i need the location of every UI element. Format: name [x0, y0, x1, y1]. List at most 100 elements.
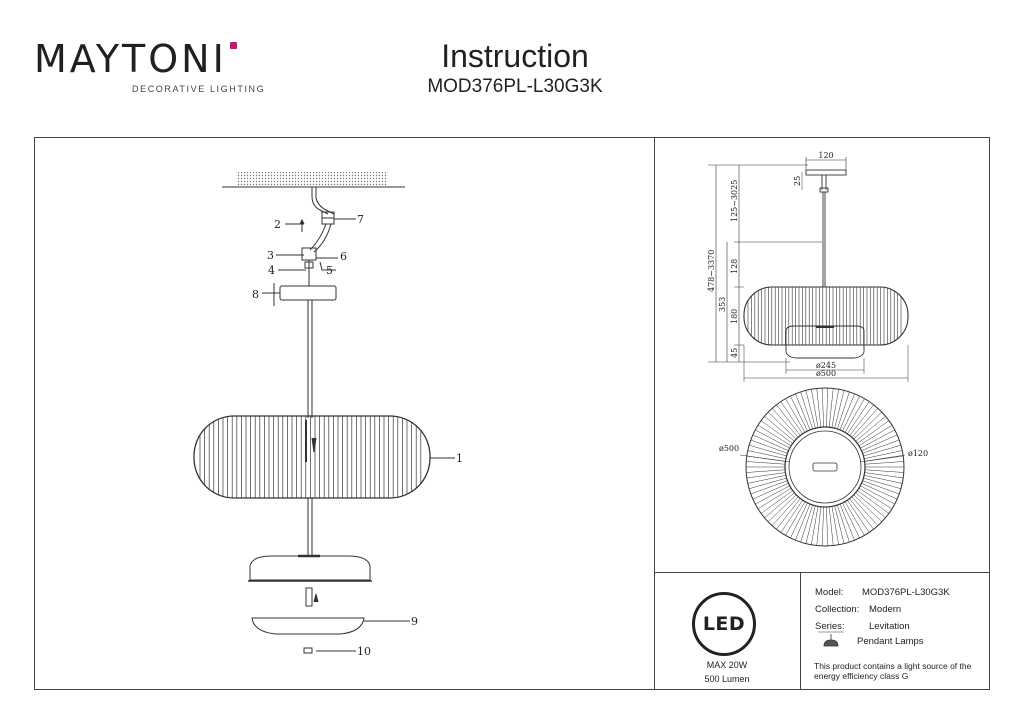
diffuser-cover — [251, 617, 365, 635]
plan-rib — [816, 388, 822, 428]
plan-rib — [864, 461, 904, 465]
plan-rib — [755, 485, 790, 505]
plan-rib — [862, 480, 900, 495]
brand-name: MAYTONI — [34, 37, 227, 81]
led-badge-icon: LED — [692, 592, 756, 656]
plan-rib — [767, 411, 797, 440]
plan-rib — [831, 389, 839, 428]
dim-canopy-height: 25 — [793, 176, 802, 186]
plan-rib — [764, 416, 795, 442]
plan-rib — [771, 408, 799, 438]
callout-5: 5 — [326, 264, 333, 277]
brand-logo: MAYTONI DECORATIVE LIGHTING — [34, 37, 266, 94]
document-title: Instruction — [441, 38, 589, 74]
dim-outer-diameter: ø500 — [816, 369, 836, 378]
plan-rib — [844, 501, 865, 536]
plan-rib — [785, 398, 806, 433]
callout-4: 4 — [268, 264, 275, 277]
plan-rib — [746, 472, 786, 479]
plan-rib — [757, 424, 792, 447]
plan-rib — [851, 496, 879, 526]
plan-rib — [864, 475, 903, 484]
energy-efficiency-note: This product contains a light source of … — [814, 661, 972, 681]
plan-rib — [776, 498, 801, 530]
assembly-view — [193, 172, 455, 654]
dim-body-height: 353 — [718, 297, 727, 312]
plan-rib — [785, 501, 806, 536]
spec-collection-value: Modern — [869, 604, 902, 615]
spec-series-label: Series: — [815, 621, 845, 632]
spec-series-value: Levitation — [869, 621, 910, 632]
plan-rib — [795, 393, 811, 431]
spec-model-label: Model: — [815, 587, 844, 598]
plan-rib — [839, 503, 855, 541]
brand-accent-dot — [230, 42, 237, 49]
plan-rib — [760, 490, 793, 514]
plan-rib — [837, 391, 850, 430]
plan-rib — [863, 477, 902, 490]
plan-rib — [752, 483, 789, 500]
plan-rib — [816, 506, 822, 546]
plan-rib — [828, 388, 834, 428]
wire — [311, 187, 329, 215]
plan-rib — [755, 429, 790, 449]
plan-rib — [853, 411, 883, 440]
plan-rib — [821, 506, 824, 546]
diffuser-body — [249, 555, 371, 581]
plan-rib — [767, 494, 797, 523]
brand-tagline: DECORATIVE LIGHTING — [132, 84, 266, 94]
shade-ribs — [199, 416, 422, 498]
plan-rib — [760, 420, 793, 444]
plan-rib — [842, 502, 860, 539]
plan-rib — [752, 434, 789, 451]
plan-rib — [811, 506, 819, 545]
plan-rib — [847, 401, 870, 434]
plan-rib — [864, 469, 904, 473]
plan-rib — [747, 450, 786, 459]
callout-3: 3 — [267, 249, 274, 262]
pendant-lamp-icon — [818, 631, 844, 647]
plan-rib — [764, 492, 795, 518]
plan-rib — [863, 444, 902, 457]
dim-inner-diameter: ø245 — [816, 361, 836, 370]
dim-shade-height: 180 — [730, 309, 739, 324]
lumen-text: 500 Lumen — [704, 674, 750, 684]
plan-rib — [860, 429, 895, 449]
dim-total-height: 478~3370 — [707, 250, 716, 292]
wire — [309, 223, 327, 251]
plan-rib — [857, 420, 890, 444]
side-shade-ribs — [747, 287, 902, 345]
plan-rib — [844, 398, 865, 433]
plan-rib — [834, 505, 845, 544]
spec-collection-label: Collection: — [815, 604, 860, 615]
plan-rib — [805, 390, 816, 429]
plan-rib — [790, 502, 808, 539]
plan-rib — [857, 490, 890, 514]
callout-6: 6 — [340, 250, 347, 263]
dim-plan-outer: ø500 — [719, 444, 739, 453]
callout-10: 10 — [357, 645, 371, 658]
plan-rib — [858, 424, 893, 447]
plan-rib — [805, 505, 816, 544]
plan-rib — [800, 504, 813, 543]
dim-rod-length: 128 — [730, 259, 739, 274]
plan-rib — [831, 506, 839, 545]
plan-rib — [800, 391, 813, 430]
plan-rib — [862, 439, 900, 454]
plan-rib — [790, 395, 808, 432]
canopy — [279, 285, 337, 301]
wire — [313, 223, 332, 253]
plan-rib — [748, 477, 787, 490]
dim-plan-inner: ø120 — [908, 449, 928, 458]
side-elevation-view — [708, 157, 909, 382]
content-frame — [34, 137, 990, 690]
plan-rib — [780, 401, 803, 434]
plan-rib — [748, 444, 787, 457]
plan-rib — [860, 485, 895, 505]
plan-rib — [834, 390, 845, 429]
callout-7: 7 — [357, 213, 364, 226]
ribbed-shade — [193, 415, 431, 499]
plan-rib — [849, 404, 874, 436]
dim-cable-length: 125~3025 — [730, 180, 739, 222]
